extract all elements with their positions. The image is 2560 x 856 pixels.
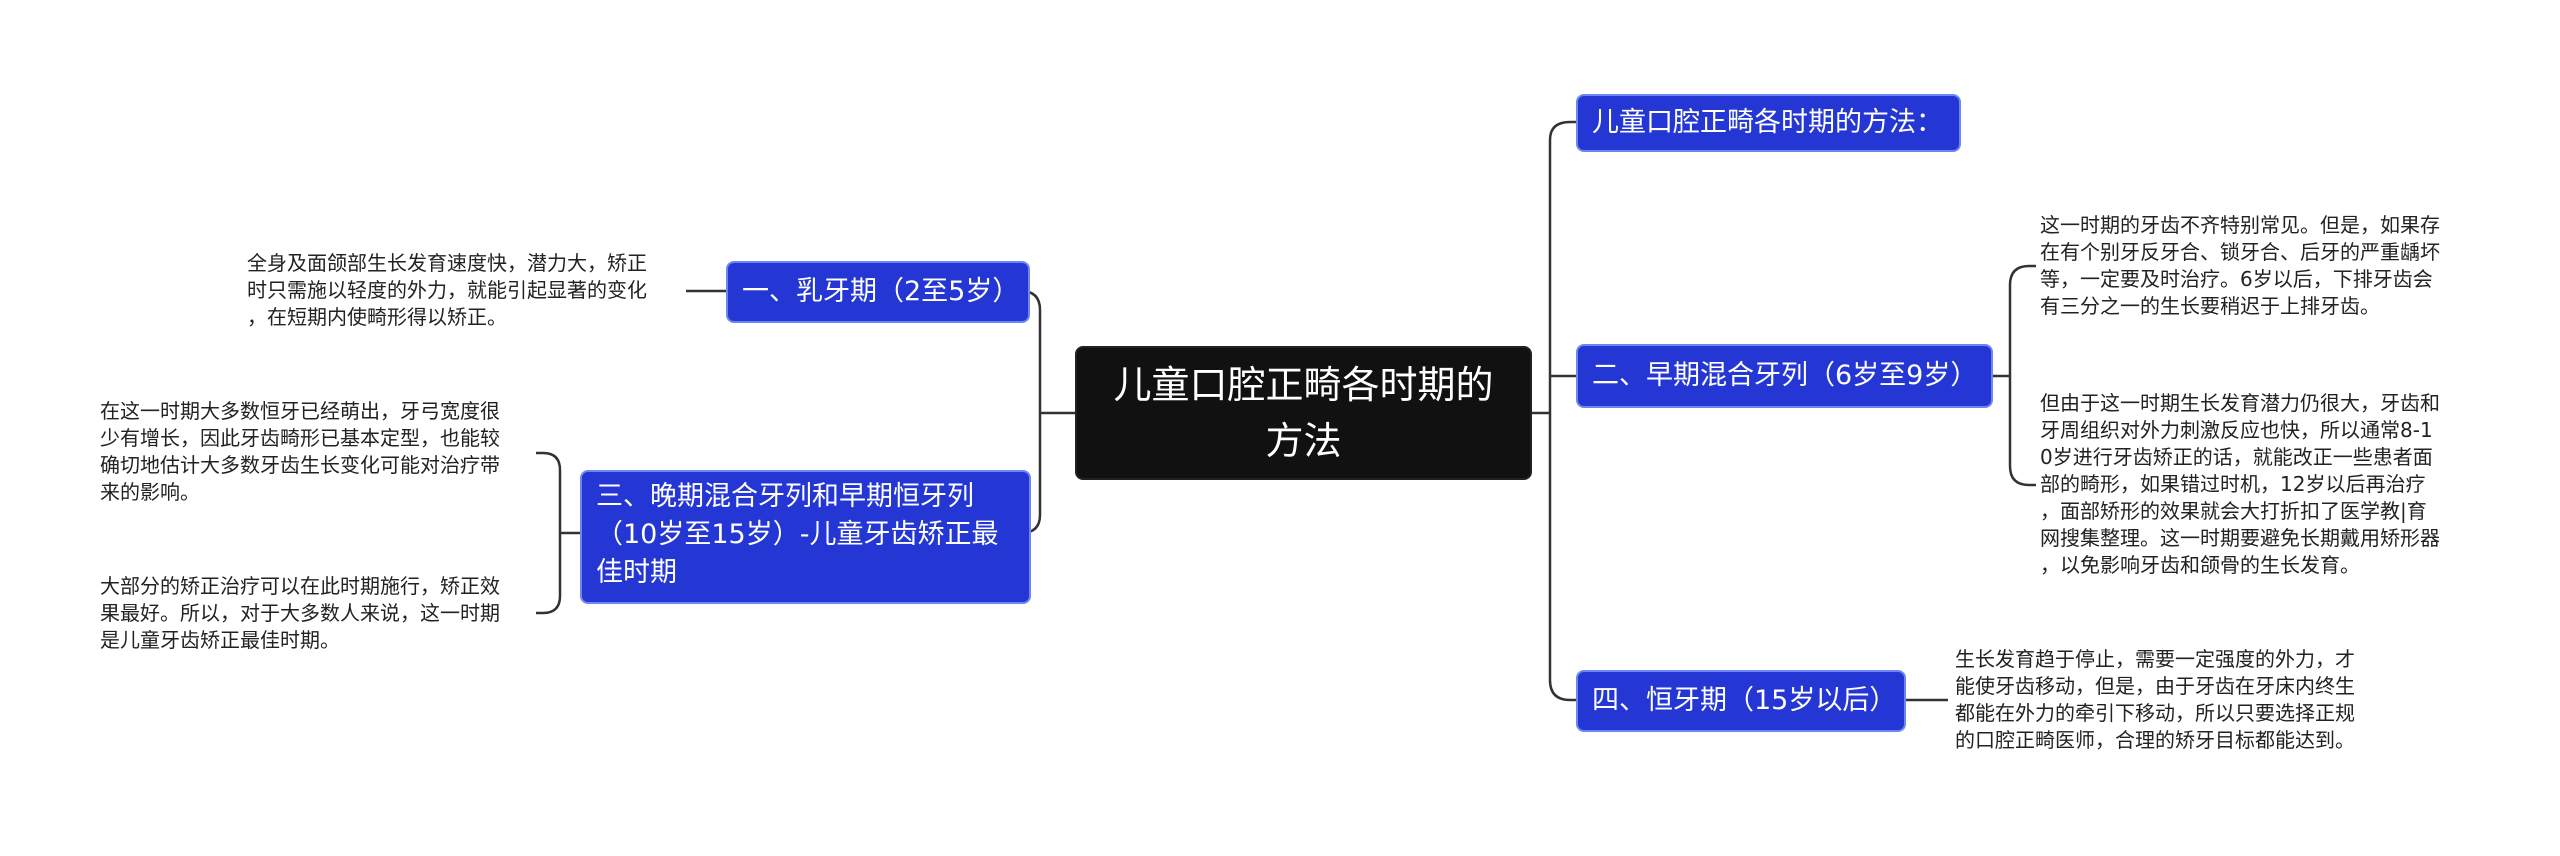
note-late-mixed-2: 大部分的矫正治疗可以在此时期施行，矫正效 果最好。所以，对于大多数人来说，这一时… <box>100 574 500 652</box>
topic-methods-title[interactable]: 儿童口腔正畸各时期的方法： <box>1576 94 1961 152</box>
topic-primary-dentition[interactable]: 一、乳牙期（2至5岁） <box>726 261 1030 323</box>
connector-early-mixed-bracket <box>1993 264 2036 487</box>
note-early-mixed-2: 但由于这一时期生长发育潜力仍很大，牙齿和 牙周组织对外力刺激反应也快，所以通常8… <box>2040 391 2440 577</box>
connector-late-mixed-bracket <box>536 451 580 615</box>
root-topic-label: 儿童口腔正畸各时期的方法 <box>1113 363 1494 463</box>
topic-permanent-label: 四、恒牙期（15岁以后） <box>1592 685 1897 716</box>
topic-early-mixed-dentition[interactable]: 二、早期混合牙列（6岁至9岁） <box>1576 344 1993 408</box>
root-topic[interactable]: 儿童口腔正畸各时期的方法 <box>1075 346 1532 480</box>
topic-permanent-dentition[interactable]: 四、恒牙期（15岁以后） <box>1576 670 1906 732</box>
topic-late-mixed-label: 三、晚期混合牙列和早期恒牙列（10岁至15岁）-儿童牙齿矫正最佳时期 <box>596 481 999 588</box>
connector-root-to-methods-title <box>1548 120 1576 413</box>
topic-late-mixed-dentition[interactable]: 三、晚期混合牙列和早期恒牙列（10岁至15岁）-儿童牙齿矫正最佳时期 <box>580 470 1031 604</box>
note-late-mixed-1: 在这一时期大多数恒牙已经萌出，牙弓宽度很 少有增长，因此牙齿畸形已基本定型，也能… <box>100 399 500 504</box>
connector-root-to-permanent <box>1548 413 1576 702</box>
topic-early-mixed-label: 二、早期混合牙列（6岁至9岁） <box>1592 360 1978 391</box>
topic-methods-title-label: 儿童口腔正畸各时期的方法： <box>1592 107 1943 138</box>
topic-primary-label: 一、乳牙期（2至5岁） <box>742 276 1020 307</box>
note-permanent-dentition: 生长发育趋于停止，需要一定强度的外力，才 能使牙齿移动，但是，由于牙齿在牙床内终… <box>1955 647 2355 752</box>
note-primary-dentition: 全身及面颌部生长发育速度快，潜力大，矫正 时只需施以轻度的外力，就能引起显著的变… <box>247 251 647 329</box>
note-early-mixed-1: 这一时期的牙齿不齐特别常见。但是，如果存 在有个别牙反牙合、锁牙合、后牙的严重龋… <box>2040 213 2440 318</box>
